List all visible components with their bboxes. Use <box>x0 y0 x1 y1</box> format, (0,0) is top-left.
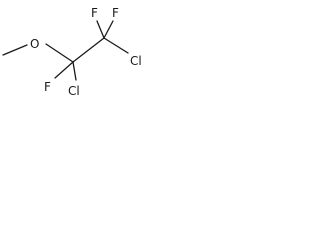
molecule-drawing: O F Cl F F Cl <box>2 6 142 98</box>
bond-c1-c2 <box>72 37 105 63</box>
atom-chlorine-bottom: Cl <box>68 84 80 98</box>
bond-c2-chlorine <box>103 37 129 54</box>
bond-c2-fluorine-right <box>103 20 114 39</box>
structure-diagram: O F Cl F F Cl <box>0 0 154 106</box>
atom-fluorine-right: F <box>112 6 119 20</box>
bond-c2-fluorine-left <box>96 20 105 39</box>
atom-fluorine-mid: F <box>91 6 98 20</box>
bond-c1-chlorine <box>72 61 77 81</box>
bond-c1-fluorine <box>54 61 74 79</box>
atom-chlorine-right: Cl <box>130 54 142 68</box>
atom-fluorine-left: F <box>44 80 51 94</box>
bond-methyl-oxygen <box>2 44 28 56</box>
bond-oxygen-c1 <box>45 43 74 63</box>
atom-oxygen: O <box>30 37 39 51</box>
